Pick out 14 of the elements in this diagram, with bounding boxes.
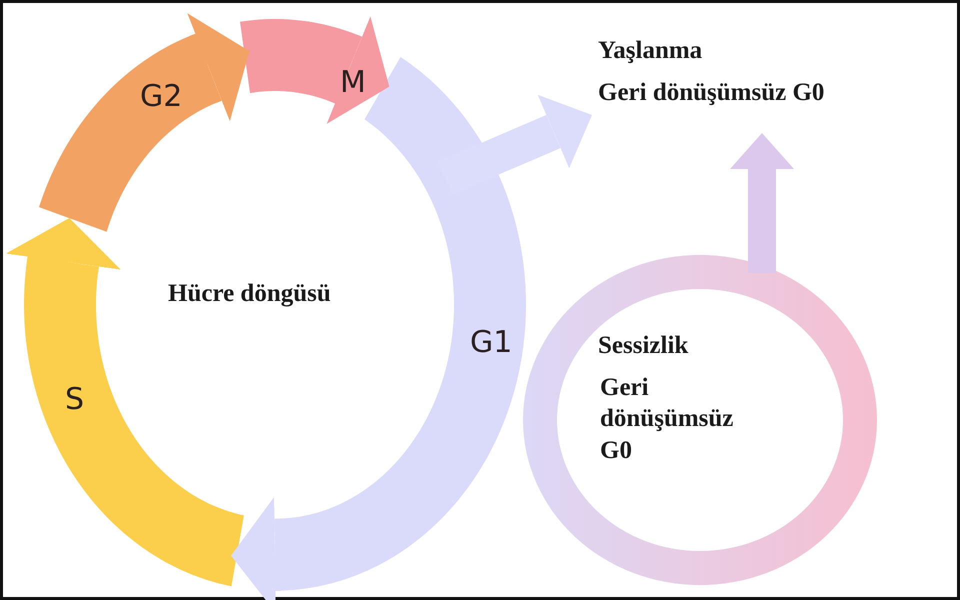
arrow xyxy=(231,497,282,600)
state-description: Geri dönüşümsüz G0 xyxy=(600,373,734,466)
phase-label: M xyxy=(340,68,366,98)
phase-label: S xyxy=(65,384,84,415)
phase-label: G1 xyxy=(470,328,512,358)
arrow xyxy=(6,218,121,274)
phase-label: G2 xyxy=(140,82,182,112)
state-title: Yaşlanma xyxy=(598,36,702,66)
state-description: Geri dönüşümsüz G0 xyxy=(598,78,824,108)
state-title: Sessizlik xyxy=(598,331,688,361)
arrow xyxy=(187,13,250,122)
arrow xyxy=(730,133,794,273)
arrow xyxy=(326,16,390,124)
center-label: Hücre döngüsü xyxy=(168,279,331,309)
